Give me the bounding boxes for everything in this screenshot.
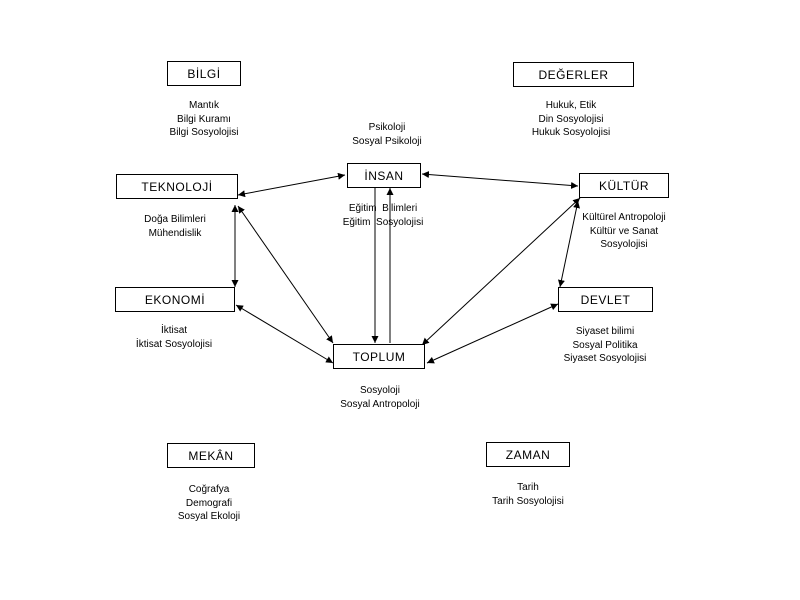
note-text: Sosyal Politika [572, 339, 638, 351]
node-degerler: DEĞERLER [513, 62, 634, 87]
arrow-insan-kultur [421, 171, 579, 189]
node-mekan: MEKÂN [167, 443, 255, 468]
note-text: Eğitim Bilimleri [348, 203, 418, 214]
note-text: İktisat [160, 325, 188, 336]
node-toplum-label: TOPLUM [352, 349, 406, 364]
node-teknoloji-notes: Doğa Bilimleri Mühendislik [125, 213, 225, 240]
node-insan-notes-above: Psikoloji Sosyal Psikoloji [336, 121, 438, 148]
note-text: Bilgi Sosyolojisi [169, 127, 239, 138]
note-text: Siyaset Sosyolojisi [563, 353, 647, 364]
note-text: Kültürel Antropoloji [582, 212, 666, 223]
note-text: Sosyoloji [359, 385, 401, 396]
node-toplum: TOPLUM [333, 344, 425, 369]
arrow-kultur-toplum [421, 197, 581, 346]
note-text: Sosyal Antropoloji [340, 398, 420, 410]
note-text: Psikoloji [368, 122, 406, 133]
note-text: Bilgi Kuramı [177, 113, 231, 125]
note-text: Mantık [188, 100, 219, 111]
node-insan-notes: Eğitim Bilimleri Eğitim Sosyolojisi [331, 202, 435, 229]
note-text: Kültür ve Sanat [589, 225, 659, 237]
note-text: Sosyolojisi [600, 239, 648, 250]
note-text: Mühendislik [148, 227, 202, 239]
arrow-ekonomi-toplum [235, 304, 334, 364]
note-text: Demografi [185, 497, 233, 509]
node-devlet-notes: Siyaset bilimi Sosyal Politika Siyaset S… [550, 325, 660, 366]
node-mekan-label: MEKÂN [188, 448, 234, 463]
note-text: Eğitim Sosyolojisi [342, 216, 424, 228]
node-zaman: ZAMAN [486, 442, 570, 467]
note-text: Siyaset bilimi [575, 326, 635, 337]
arrow-kultur-devlet [558, 200, 580, 288]
node-degerler-label: DEĞERLER [538, 67, 609, 82]
node-bilgi-notes: Mantık Bilgi Kuramı Bilgi Sosyolojisi [152, 99, 256, 140]
node-insan: İNSAN [347, 163, 421, 188]
node-devlet-label: DEVLET [580, 292, 631, 307]
node-teknoloji-label: TEKNOLOJİ [141, 179, 213, 194]
note-text: Tarih Sosyolojisi [492, 495, 564, 507]
node-insan-label: İNSAN [364, 168, 404, 183]
node-zaman-label: ZAMAN [505, 447, 551, 462]
node-bilgi-label: BİLGİ [187, 66, 221, 81]
node-kultur-label: KÜLTÜR [598, 178, 650, 193]
note-text: Tarih [517, 482, 539, 493]
arrow-teknoloji-insan [237, 172, 346, 198]
note-text: Sosyal Psikoloji [352, 135, 422, 147]
node-degerler-notes: Hukuk, Etik Din Sosyolojisi Hukuk Sosyol… [514, 99, 628, 140]
note-text: İktisat Sosyolojisi [135, 338, 213, 350]
node-ekonomi-label: EKONOMİ [144, 292, 206, 307]
node-kultur-notes: Kültürel Antropoloji Kültür ve Sanat Sos… [572, 211, 676, 252]
arrow-devlet-toplum [426, 303, 559, 364]
note-text: Hukuk, Etik [545, 100, 597, 111]
note-text: Coğrafya [188, 484, 230, 495]
node-toplum-notes: Sosyoloji Sosyal Antropoloji [325, 384, 435, 411]
arrow-teknoloji-toplum [237, 205, 334, 344]
note-text: Sosyal Ekoloji [177, 511, 241, 522]
node-bilgi: BİLGİ [167, 61, 241, 86]
node-devlet: DEVLET [558, 287, 653, 312]
node-teknoloji: TEKNOLOJİ [116, 174, 238, 199]
note-text: Doğa Bilimleri [144, 214, 206, 225]
node-kultur: KÜLTÜR [579, 173, 669, 198]
node-ekonomi-notes: İktisat İktisat Sosyolojisi [124, 324, 224, 351]
node-mekan-notes: Coğrafya Demografi Sosyal Ekoloji [157, 483, 261, 524]
node-ekonomi: EKONOMİ [115, 287, 235, 312]
note-text: Din Sosyolojisi [538, 113, 604, 125]
node-zaman-notes: Tarih Tarih Sosyolojisi [478, 481, 578, 508]
note-text: Hukuk Sosyolojisi [531, 127, 611, 138]
